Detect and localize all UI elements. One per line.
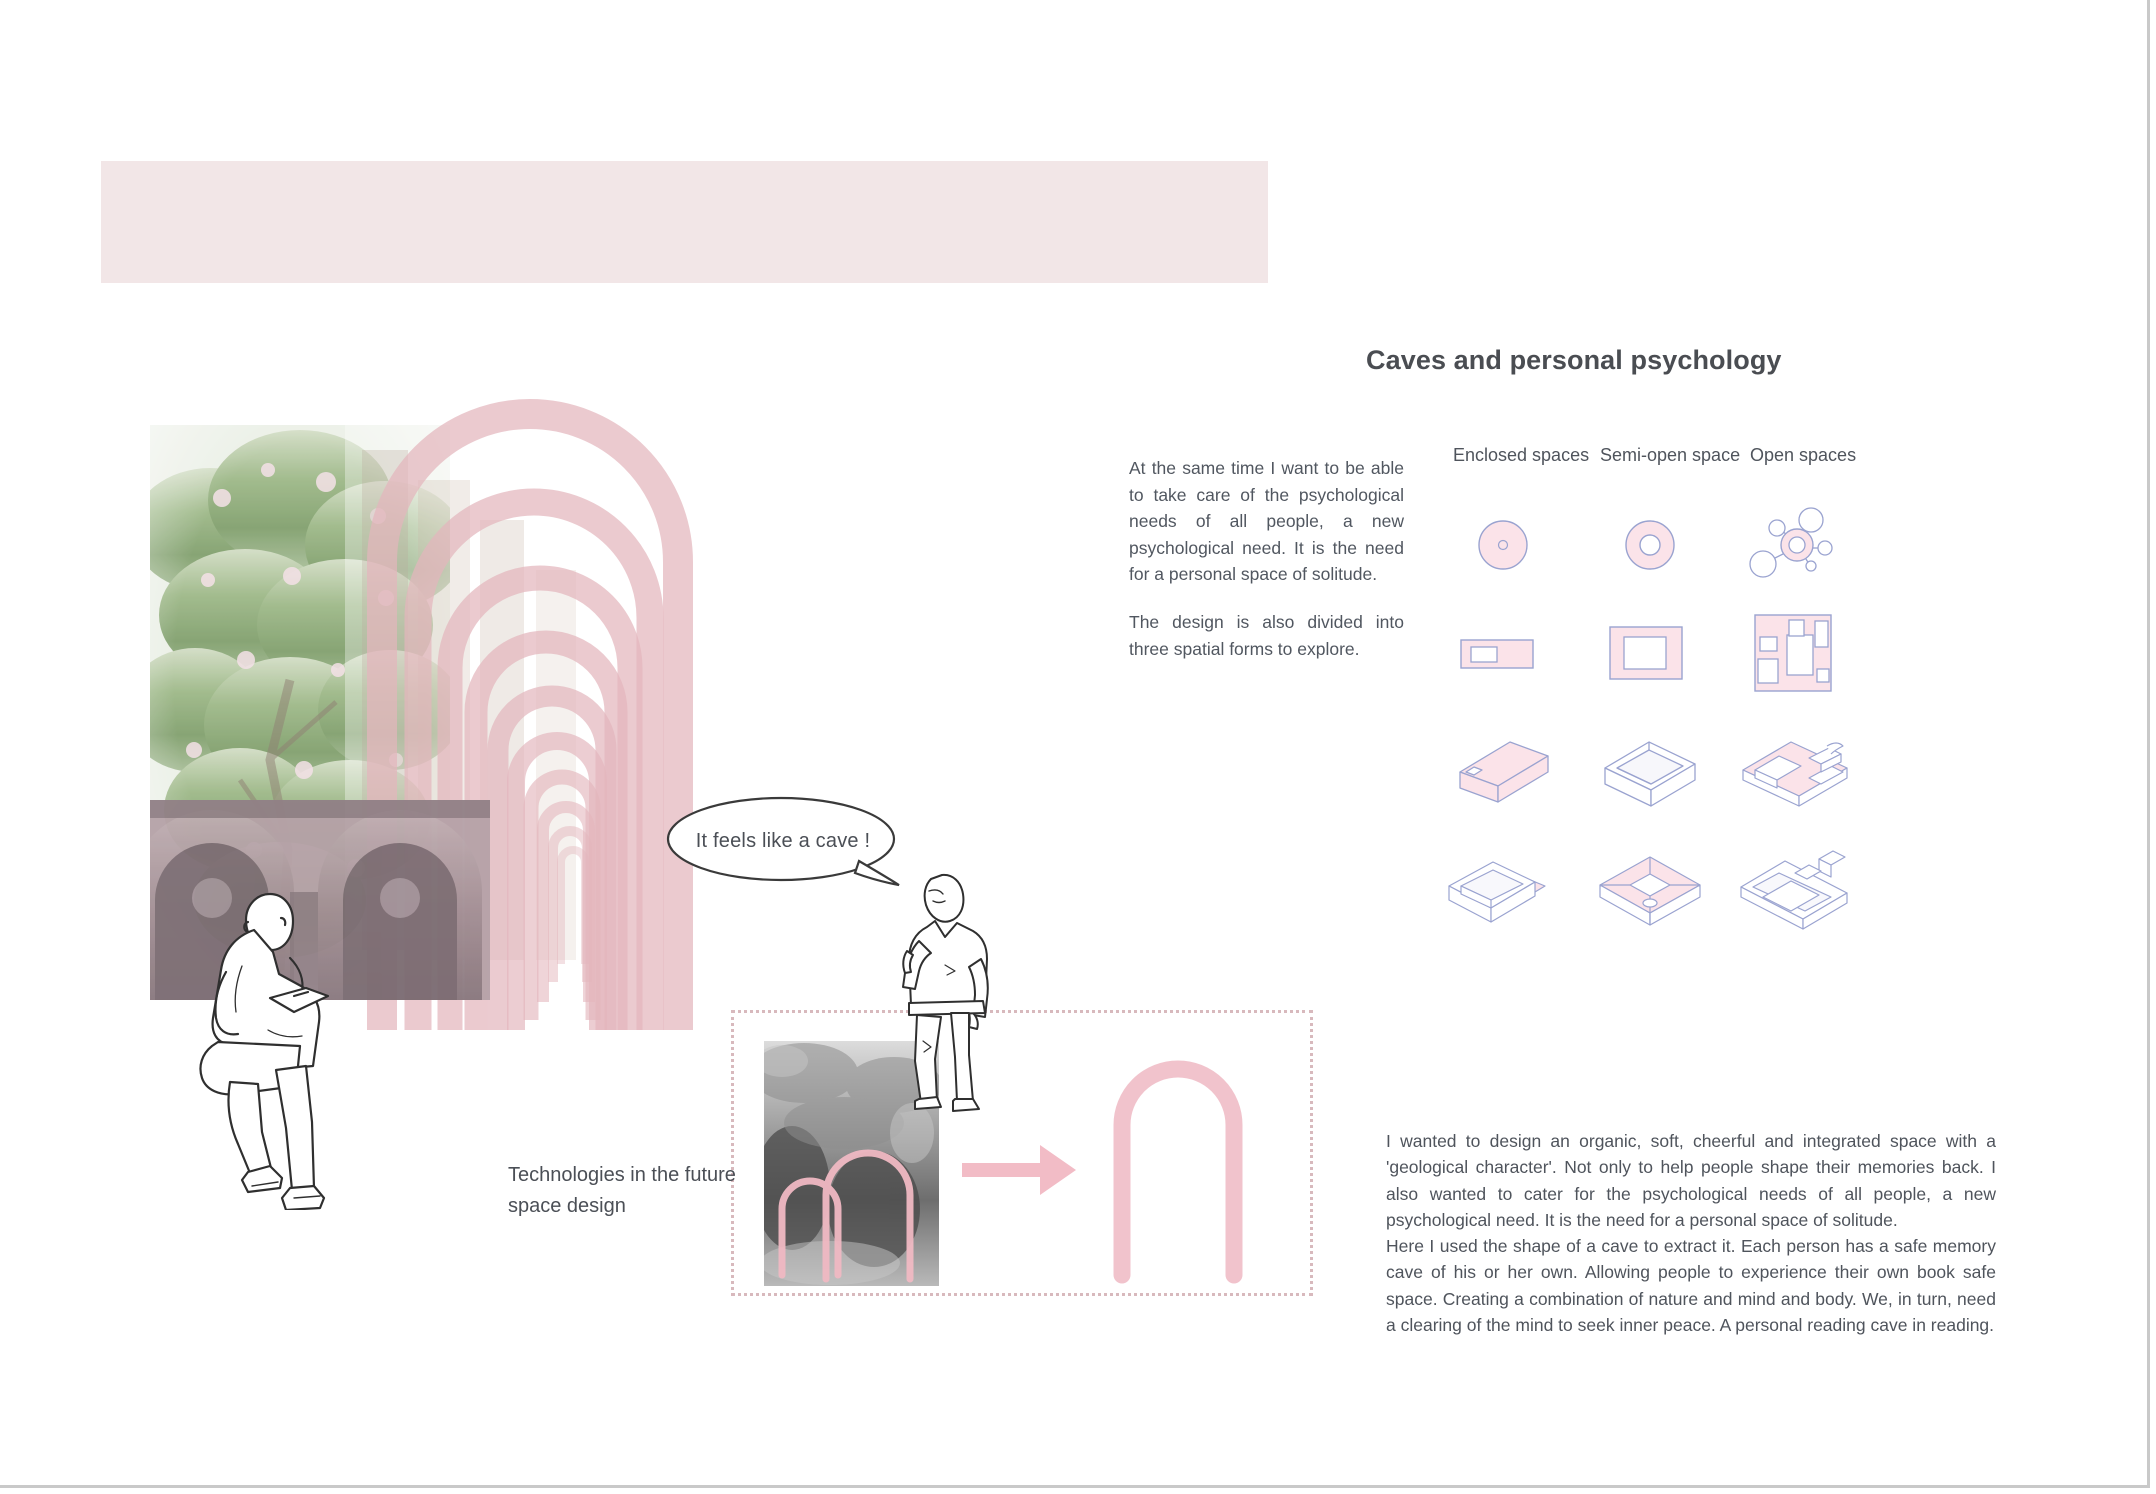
matrix-grid bbox=[1430, 479, 1850, 979]
speech-bubble: It feels like a cave ! bbox=[663, 795, 903, 887]
cell-open-axon bbox=[1730, 711, 1860, 823]
page-title: Caves and personal psychology bbox=[1366, 345, 1782, 375]
cell-enclosed-plan bbox=[1438, 597, 1568, 709]
matrix-column-header-open: Open spaces bbox=[1750, 445, 1857, 465]
cell-open-axon-2 bbox=[1730, 831, 1860, 943]
cave-photograph bbox=[764, 1041, 939, 1286]
nested-pink-arches bbox=[367, 399, 693, 1030]
cell-semiopen-axon bbox=[1585, 711, 1715, 823]
spatial-forms-matrix: Enclosed spaces Semi-open space Open spa… bbox=[1430, 445, 1856, 979]
intro-paragraph-2: The design is also divided into three sp… bbox=[1129, 611, 1404, 659]
cell-open-bubble-cluster bbox=[1730, 489, 1860, 601]
cell-enclosed-bubble bbox=[1438, 489, 1568, 601]
cell-semiopen-plan bbox=[1585, 597, 1715, 709]
montage-caption: Technologies in the future space design bbox=[508, 1164, 736, 1217]
intro-paragraph-1: At the same time I want to be able to ta… bbox=[1129, 458, 1404, 585]
matrix-column-headers: Enclosed spaces Semi-open space Open spa… bbox=[1430, 445, 1856, 479]
cave-derivation-panel bbox=[731, 1010, 1313, 1296]
cell-enclosed-axon bbox=[1438, 711, 1568, 823]
closing-paragraph-2: Here I used the shape of a cave to extra… bbox=[1386, 1236, 1996, 1335]
closing-text-block: I wanted to design an organic, soft, che… bbox=[1386, 1128, 1996, 1338]
seated-reading-figure bbox=[199, 892, 330, 1210]
cell-open-plan bbox=[1730, 597, 1860, 709]
standing-pointing-figure bbox=[893, 855, 1013, 1115]
abstracted-arch-form bbox=[1113, 1060, 1243, 1284]
cloister-arches-photo bbox=[150, 800, 490, 1000]
cell-semiopen-bubble bbox=[1585, 489, 1715, 601]
matrix-column-header-enclosed: Enclosed spaces bbox=[1453, 445, 1590, 465]
cell-semiopen-axon-2 bbox=[1585, 831, 1715, 943]
matrix-column-header-semi-open: Semi-open space bbox=[1600, 445, 1741, 465]
closing-paragraph-1: I wanted to design an organic, soft, che… bbox=[1386, 1131, 1996, 1230]
intro-text-block: At the same time I want to be able to ta… bbox=[1129, 455, 1404, 662]
cell-enclosed-axon-2 bbox=[1438, 831, 1568, 943]
transformation-arrow bbox=[962, 1145, 1076, 1195]
top-pink-banner bbox=[101, 161, 1268, 283]
central-montage bbox=[150, 330, 1030, 1210]
speech-bubble-text: It feels like a cave ! bbox=[695, 829, 871, 852]
